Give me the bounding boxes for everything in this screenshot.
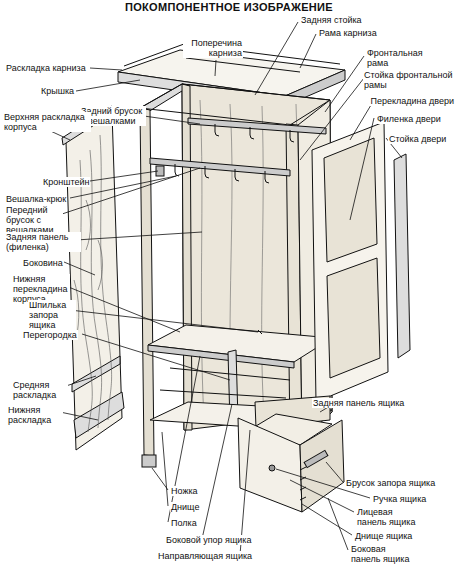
part-label: Кронштейн: [42, 177, 90, 187]
part-label: Перекладина двери: [369, 96, 455, 106]
part-label: Рама карниза: [318, 28, 378, 38]
part-label: Верхняя раскладка корпуса: [3, 112, 91, 132]
part-label: Нижняя раскладка: [7, 405, 63, 425]
part-label: Брусок запора ящика: [345, 478, 436, 488]
part-label: Днище: [170, 502, 200, 512]
part-label: Фронтальная рама: [366, 48, 440, 68]
part-label: Шпилька запора ящика: [28, 300, 76, 330]
part-label: Задняя панель (филенка): [5, 232, 81, 252]
part-label: Задняя панель ящика: [312, 398, 405, 408]
part-label: Боковая панель ящика: [350, 544, 418, 564]
part-label: Перегородка: [22, 330, 78, 340]
part-label: Полка: [170, 518, 198, 528]
part-label: Средняя раскладка: [12, 380, 68, 400]
part-label: Направляющая ящика: [157, 551, 253, 561]
part-label: Стойка двери: [388, 134, 447, 144]
diagram-title: ПОКОМПОНЕНТНОЕ ИЗОБРАЖЕНИЕ: [0, 1, 458, 13]
part-label: Крышка: [40, 86, 75, 96]
part-label: Боковина: [22, 258, 64, 268]
part-label: Поперечина карниза: [183, 38, 243, 58]
part-label: Филенка двери: [376, 114, 442, 124]
part-label: Передний брусок с вешалками: [5, 205, 63, 235]
part-label: Задняя стойка: [300, 15, 363, 25]
part-label: Днище ящика: [354, 531, 413, 541]
part-label: Стойка фронтальной рамы: [363, 70, 455, 90]
part-label: Раскладка карниза: [5, 63, 87, 73]
part-label: Вешалка-крюк: [5, 194, 67, 204]
part-label: Лицевая панель ящика: [356, 507, 420, 527]
part-label: Боковой упор ящика: [165, 535, 253, 545]
part-label: Ножка: [170, 486, 199, 496]
part-label: Ручка ящика: [372, 494, 427, 504]
